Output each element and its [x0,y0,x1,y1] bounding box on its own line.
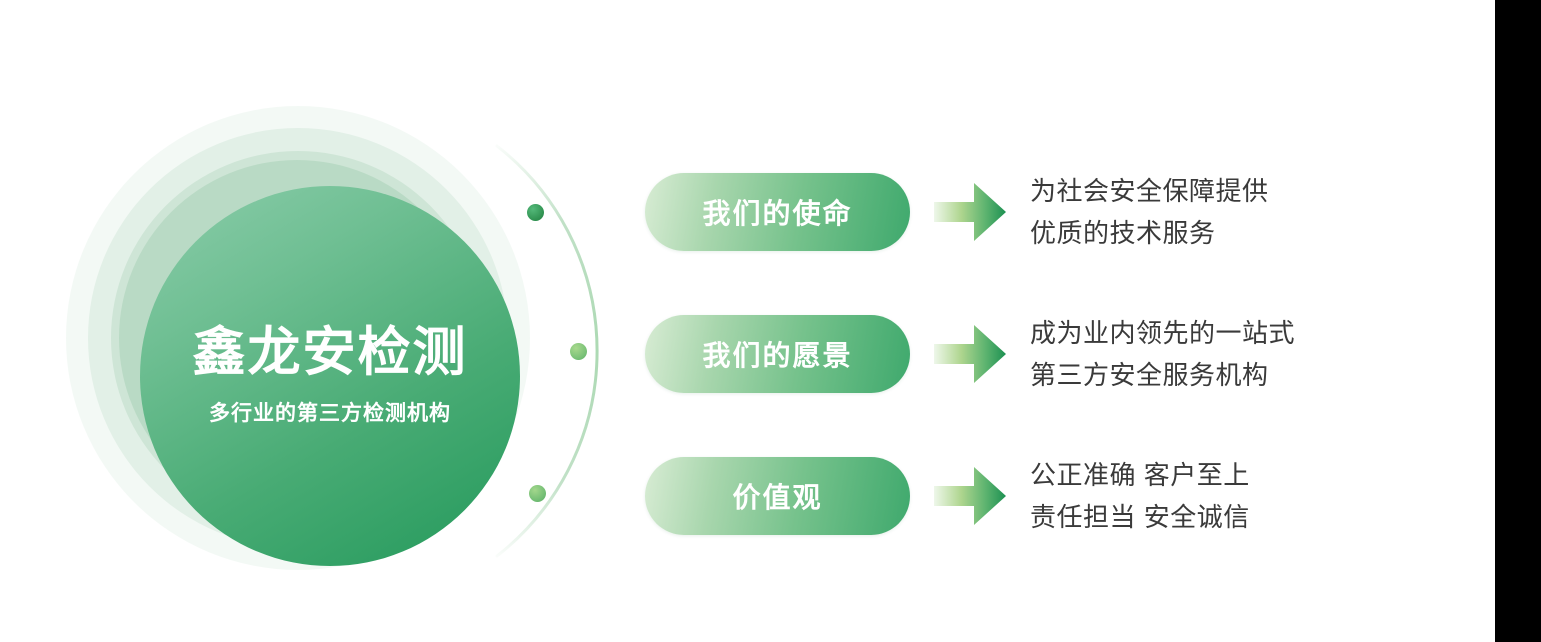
orbit-dot-middle [570,343,587,360]
description-mission: 为社会安全保障提供 优质的技术服务 [1030,170,1405,254]
pill-values[interactable]: 价值观 [645,457,910,535]
description-line: 为社会安全保障提供 [1030,175,1269,206]
arrow-right-icon-values-wrap [910,466,1030,526]
description-line: 公正准确 客户至上 [1030,459,1250,490]
arrow-right-icon [934,467,1006,525]
statement-row-mission: 我们的使命 为社会安全保障提供 优质的 [645,152,1405,272]
orbit-dot-top [527,204,544,221]
statement-rows: 我们的使命 为社会安全保障提供 优质的 [645,0,1495,642]
brand-core-circle: 鑫龙安检测 多行业的第三方检测机构 [140,186,520,566]
arrow-right-icon [934,183,1006,241]
brand-subtitle: 多行业的第三方检测机构 [209,401,451,425]
brand-logo-cluster: 鑫龙安检测 多行业的第三方检测机构 [0,0,640,642]
description-line: 责任担当 安全诚信 [1030,502,1250,532]
pill-label-mission: 我们的使命 [702,198,853,229]
right-edge-letterbox [1495,0,1541,642]
pill-mission[interactable]: 我们的使命 [645,173,910,251]
description-values: 公正准确 客户至上 责任担当 安全诚信 [1030,454,1405,538]
description-line: 成为业内领先的一站式 [1030,317,1296,348]
statement-row-vision: 我们的愿景 成为业内领先的一站式 第三 [645,294,1405,414]
brand-title: 鑫龙安检测 [192,323,468,383]
pill-label-vision: 我们的愿景 [702,340,853,371]
description-line: 第三方安全服务机构 [1030,360,1269,390]
pill-vision[interactable]: 我们的愿景 [645,315,910,393]
arrow-right-icon-mission-wrap [910,182,1030,242]
description-vision: 成为业内领先的一站式 第三方安全服务机构 [1030,312,1405,396]
description-line: 优质的技术服务 [1030,218,1216,248]
statement-row-values: 价值观 公正准确 客户至上 责任担当 [645,436,1405,556]
pill-label-values: 价值观 [732,482,823,513]
arrow-right-icon [934,325,1006,383]
arrow-right-icon-vision-wrap [910,324,1030,384]
orbit-dot-bottom [529,485,546,502]
